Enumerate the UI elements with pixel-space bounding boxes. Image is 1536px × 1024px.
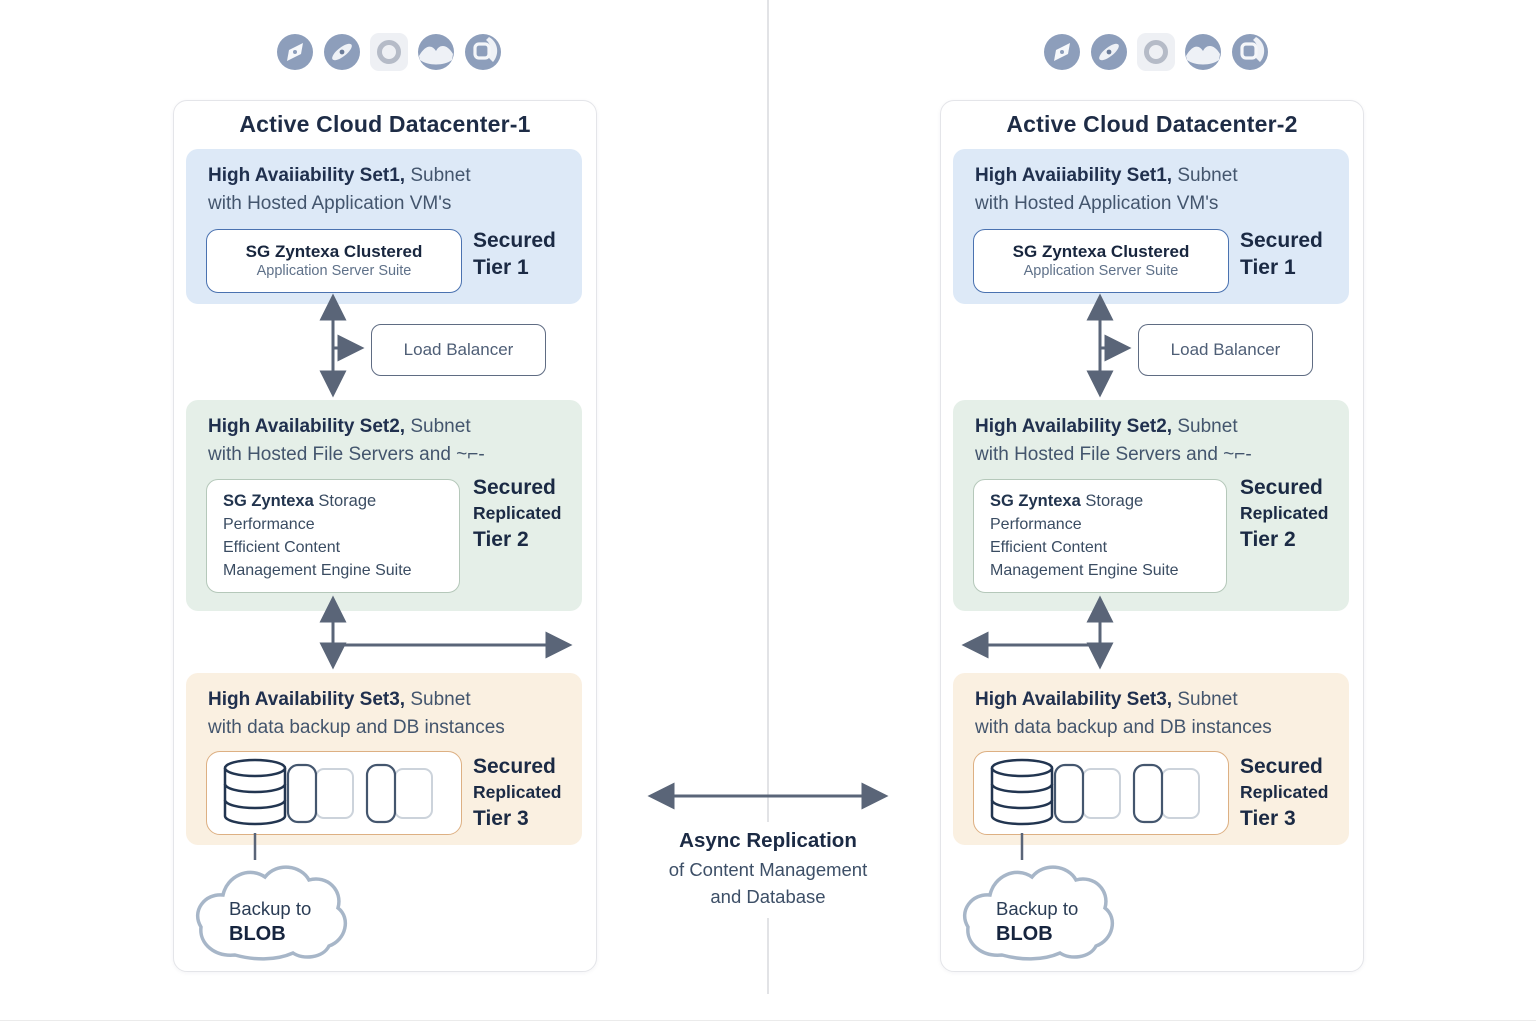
ring-icon [370, 33, 408, 71]
backup-blob-cloud: Backup to BLOB [191, 856, 351, 966]
ha-set1-box: High Avaiiability Set1, Subnet with Host… [186, 149, 582, 304]
ha-set2-box: High Availability Set2, Subnet with Host… [186, 400, 582, 611]
datacenter-title: Active Cloud Datacenter-2 [1006, 111, 1298, 137]
browser-icons-row-left [276, 33, 502, 71]
ha-set3-box: High Availability Set3, Subnet with data… [186, 673, 582, 845]
db-instances-box [206, 751, 462, 835]
datacenter-title: Active Cloud Datacenter-1 [239, 111, 531, 137]
ha-set2-box: High Availability Set2, Subnet with Host… [953, 400, 1349, 611]
ha-set1-heading: High Avaiiability Set1, Subnet with Host… [975, 165, 1238, 214]
ha-set3-box: High Availability Set3, Subnet with data… [953, 673, 1349, 845]
center-divider-line [767, 0, 769, 994]
backup-blob-cloud: Backup to BLOB [958, 856, 1118, 966]
tier2-label: Secured Replicated Tier 2 [473, 476, 562, 551]
cloud-icon [962, 865, 1115, 961]
database-cluster-icon [990, 758, 1200, 826]
compass-alt-icon [324, 34, 360, 70]
app-server-title: SG Zyntexa Clustered [1012, 242, 1190, 261]
tier3-label: Secured Replicated Tier 3 [473, 755, 562, 830]
compass-icon [1044, 34, 1080, 70]
ha-set2-heading: High Availability Set2, Subnet with Host… [975, 416, 1252, 465]
ha-set2-heading: High Availability Set2, Subnet with Host… [208, 416, 485, 465]
app-server-box: SG Zyntexa Clustered Application Server … [973, 229, 1229, 293]
cloud-label: Backup to BLOB [996, 898, 1079, 945]
app-server-subtitle: Application Server Suite [1023, 263, 1179, 279]
shield-badge-icon [465, 34, 501, 70]
app-server-subtitle: Application Server Suite [256, 263, 412, 279]
ha-set1-heading-rest: Subnet [405, 165, 471, 186]
ha-set1-heading-line2: with Hosted Application VM's [208, 193, 452, 214]
tier1-label: Secured Tier 1 [473, 229, 556, 279]
compass-alt-icon [1091, 34, 1127, 70]
storage-engine-box: SG Zyntexa Storage Performance Efficient… [973, 479, 1227, 593]
load-balancer-box: Load Balancer [1138, 324, 1313, 376]
wave-icon [1185, 34, 1221, 70]
db-instances-box [973, 751, 1229, 835]
ha-set1-heading-bold: High Avaiiability Set1, [208, 165, 406, 186]
async-replication-label: Async Replication of Content Management … [618, 822, 918, 918]
datacenter-panel-2: Active Cloud Datacenter-2 High Avaiiabil… [940, 100, 1364, 972]
ha-set1-box: High Avaiiability Set1, Subnet with Host… [953, 149, 1349, 304]
compass-icon [277, 34, 313, 70]
shield-badge-icon [1232, 34, 1268, 70]
bottom-hairline [0, 1020, 1536, 1021]
ring-icon [1137, 33, 1175, 71]
cloud-label: Backup to BLOB [229, 898, 312, 945]
browser-icons-row-right [1043, 33, 1269, 71]
ha-set3-heading: High Availability Set3, Subnet with data… [208, 689, 505, 738]
wave-icon [418, 34, 454, 70]
ha-set3-heading: High Availability Set3, Subnet with data… [975, 689, 1272, 738]
ha-set1-heading: High Avaiiability Set1, Subnet with Host… [208, 162, 471, 218]
tier3-label: Secured Replicated Tier 3 [1240, 755, 1329, 830]
database-cluster-icon [223, 758, 433, 826]
tier2-label: Secured Replicated Tier 2 [1240, 476, 1329, 551]
app-server-title: SG Zyntexa Clustered [245, 242, 423, 261]
tier1-label: Secured Tier 1 [1240, 229, 1323, 279]
cloud-icon [195, 865, 348, 961]
app-server-box: SG Zyntexa Clustered Application Server … [206, 229, 462, 293]
load-balancer-box: Load Balancer [371, 324, 546, 376]
storage-engine-box: SG Zyntexa Storage Performance Efficient… [206, 479, 460, 593]
datacenter-panel-1: Active Cloud Datacenter-1 High Avaiiabil… [173, 100, 597, 972]
